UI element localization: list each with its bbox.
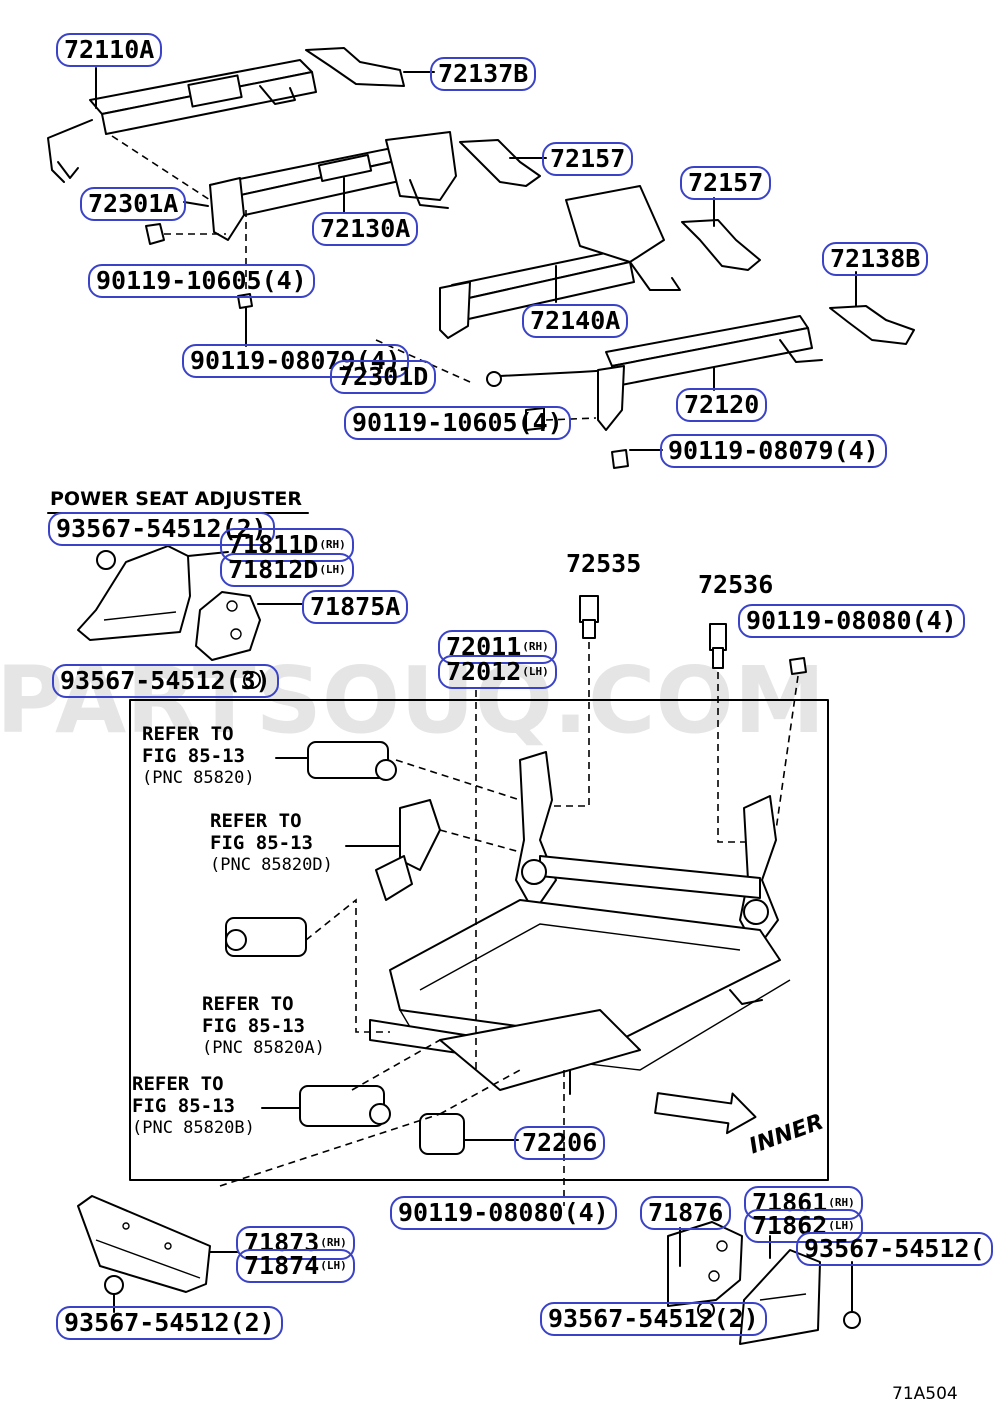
rh-suffix: (RH) [319, 538, 346, 551]
rh-suffix: (RH) [828, 1196, 855, 1209]
label-71875a[interactable]: 71875A [302, 590, 409, 624]
label-71861[interactable]: 71861(RH) [744, 1186, 863, 1220]
label-93567-54512-b[interactable]: 93567-54512(3) [52, 664, 279, 698]
label-93567-54512-d[interactable]: 93567-54512(2) [540, 1302, 767, 1336]
refer-line3: (PNC 85820A) [202, 1038, 325, 1058]
part-number: 71812D [228, 555, 319, 584]
label-90119-08080-b[interactable]: 90119-08080(4) [390, 1196, 617, 1230]
label-71874[interactable]: 71874(LH) [236, 1249, 355, 1283]
lh-suffix: (LH) [320, 1259, 347, 1272]
refer-line2: FIG 85-13 [132, 1095, 235, 1117]
cover-71811d-drawing [77, 545, 229, 641]
direction-arrow [654, 1092, 757, 1135]
refer-line3: (PNC 85820) [142, 768, 255, 788]
label-93567-54512-e[interactable]: 93567-54512(2) [56, 1306, 283, 1340]
bracket-72157-a-drawing [459, 139, 541, 187]
motor-85820d-drawing [345, 799, 521, 901]
headrest-guide-72535-drawing [554, 595, 599, 807]
bracket-72137b-drawing [305, 47, 405, 87]
refer-line1: REFER TO [142, 723, 234, 745]
label-72301d[interactable]: 72301D [330, 360, 437, 394]
label-72535[interactable]: 72535 [566, 549, 642, 578]
refer-line3: (PNC 85820D) [210, 855, 333, 875]
label-90119-08080-a[interactable]: 90119-08080(4) [738, 604, 965, 638]
label-72206[interactable]: 72206 [514, 1126, 606, 1160]
refer-note-1: REFER TO FIG 85-13 (PNC 85820) [142, 723, 255, 789]
label-72157-a[interactable]: 72157 [542, 142, 634, 176]
refer-line2: FIG 85-13 [210, 832, 313, 854]
label-71876[interactable]: 71876 [640, 1196, 732, 1230]
label-90119-10605-b[interactable]: 90119-10605(4) [344, 406, 571, 440]
label-72138b[interactable]: 72138B [822, 242, 929, 276]
rail-72110a-drawing [47, 59, 317, 183]
part-number: 71862 [752, 1211, 828, 1240]
label-71873[interactable]: 71873(RH) [236, 1226, 355, 1260]
bracket-72138b-drawing [829, 305, 915, 345]
motor-85820b-drawing [261, 1039, 441, 1127]
part-number: 71874 [244, 1251, 320, 1280]
assembly-frame-box [129, 699, 829, 1181]
lh-suffix: (LH) [828, 1219, 855, 1232]
label-72157-b[interactable]: 72157 [680, 166, 772, 200]
refer-line2: FIG 85-13 [142, 745, 245, 767]
label-72137b[interactable]: 72137B [430, 57, 537, 91]
refer-line1: REFER TO [132, 1073, 224, 1095]
label-72110a[interactable]: 72110A [56, 33, 163, 67]
refer-line3: (PNC 85820B) [132, 1118, 255, 1138]
refer-note-3: REFER TO FIG 85-13 (PNC 85820A) [202, 993, 325, 1059]
refer-line1: REFER TO [210, 810, 302, 832]
cover-71861-drawing [739, 1235, 861, 1345]
rh-suffix: (RH) [320, 1236, 347, 1249]
refer-line2: FIG 85-13 [202, 1015, 305, 1037]
part-number: 71873 [244, 1228, 320, 1257]
cover-71873-drawing [77, 1195, 239, 1313]
label-72140a[interactable]: 72140A [522, 304, 629, 338]
refer-note-4: REFER TO FIG 85-13 (PNC 85820B) [132, 1073, 255, 1139]
label-72012[interactable]: 72012(LH) [438, 655, 557, 689]
refer-note-2: REFER TO FIG 85-13 (PNC 85820D) [210, 810, 333, 876]
bracket-72157-b-drawing [681, 219, 761, 271]
motor-85820a-drawing [225, 898, 390, 1033]
label-72120[interactable]: 72120 [676, 388, 768, 422]
lh-suffix: (LH) [522, 665, 549, 678]
seat-frame-72011-drawing [369, 751, 791, 1095]
label-71812d[interactable]: 71812D(LH) [220, 553, 354, 587]
diagram-code: 71A504 [892, 1384, 958, 1404]
part-number: 71861 [752, 1188, 828, 1217]
label-90119-08079-b[interactable]: 90119-08079(4) [660, 434, 887, 468]
label-72301a[interactable]: 72301A [80, 187, 187, 221]
label-72536[interactable]: 72536 [698, 570, 774, 599]
leader-lower [219, 1113, 441, 1187]
rail-72120-drawing [486, 315, 823, 431]
refer-line1: REFER TO [202, 993, 294, 1015]
rail-72130a-drawing [209, 131, 457, 241]
label-90119-10605-a[interactable]: 90119-10605(4) [88, 264, 315, 298]
lh-suffix: (LH) [319, 563, 346, 576]
rh-suffix: (RH) [522, 640, 549, 653]
cover-71875a-drawing [195, 591, 303, 689]
gear-box-72206-drawing [419, 1069, 521, 1155]
motor-85820-drawing [275, 741, 521, 801]
part-number: 72012 [446, 657, 522, 686]
section-title: POWER SEAT ADJUSTER [50, 488, 302, 510]
label-72130a[interactable]: 72130A [312, 212, 419, 246]
rail-72140a-drawing [439, 185, 681, 339]
label-93567-54512-c[interactable]: 93567-54512( [796, 1232, 993, 1266]
